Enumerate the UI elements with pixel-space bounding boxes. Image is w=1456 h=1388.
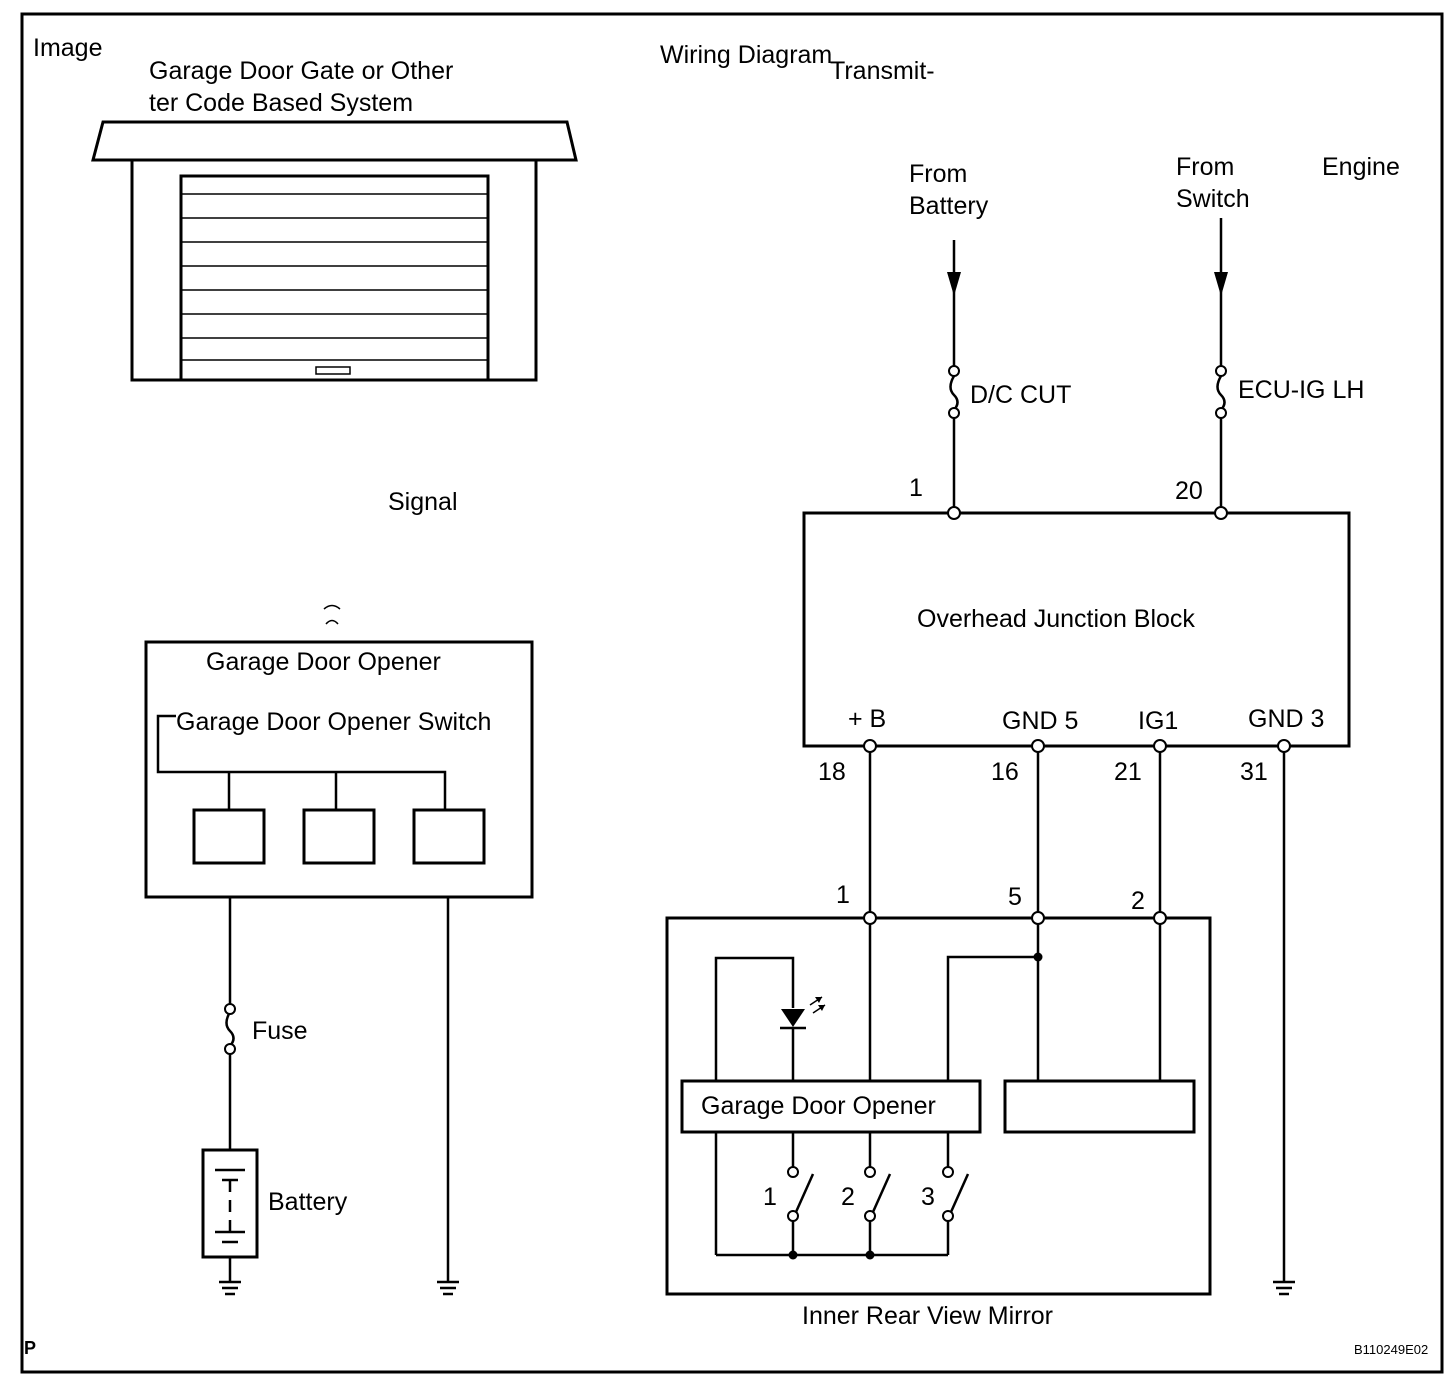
opener-ground-wire <box>437 897 459 1296</box>
wiring-panel-label: Wiring Diagram <box>660 41 832 69</box>
switch-network-wires <box>714 1132 950 1257</box>
mirror-pin-2: 2 <box>1131 887 1145 915</box>
fuse-label: Fuse <box>252 1017 308 1045</box>
figure-code: B110249E02 <box>1354 1342 1428 1357</box>
engine-label: Engine <box>1322 153 1400 181</box>
mirror-internal-wires <box>714 924 1162 1081</box>
switch-junction-dot-1 <box>788 1250 798 1260</box>
mirror-junction-dot <box>1033 952 1043 962</box>
garage-title-line1: Garage Door Gate or Other <box>149 57 453 85</box>
junction-block-label: Overhead Junction Block <box>917 605 1195 633</box>
garage-roof <box>91 120 578 162</box>
jb-top-terminal-1 <box>947 506 961 520</box>
wireless-signal-icon <box>323 604 341 625</box>
signal-label: Signal <box>388 488 458 516</box>
battery-feed-arrow-icon <box>947 272 961 296</box>
mirror-pin-1: 1 <box>836 881 850 909</box>
mirror-terminal-2 <box>1153 911 1167 925</box>
transmit-label: Transmit- <box>830 57 935 85</box>
image-panel-label: Image <box>33 34 102 62</box>
dc-cut-terminal-top <box>948 365 960 377</box>
opener-button-1 <box>192 808 266 865</box>
jb-bottom-terminal-31 <box>1277 739 1291 753</box>
corner-mark: P <box>24 1338 36 1358</box>
jb-bottom-terminal-21 <box>1153 739 1167 753</box>
mirror-pin-5: 5 <box>1008 883 1022 911</box>
switch-1-icon <box>787 1166 815 1222</box>
from-switch-line2: Switch <box>1176 185 1250 213</box>
battery-feed-wire <box>949 240 959 508</box>
switch-junction-dot-2 <box>865 1250 875 1260</box>
left-power-wire <box>225 897 235 1150</box>
mirror-label: Inner Rear View Mirror <box>802 1302 1053 1330</box>
gnd3-ground-wire <box>1273 752 1295 1296</box>
mirror-auxiliary-box <box>1003 1079 1196 1134</box>
jb-terminal-gnd3: GND 3 <box>1248 705 1324 733</box>
jb-bottom-pin-31: 31 <box>1240 758 1268 786</box>
battery-ground-icon <box>219 1257 241 1296</box>
garage-door <box>179 174 490 382</box>
mirror-opener-box <box>680 1079 982 1134</box>
from-switch-line1: From <box>1176 153 1234 181</box>
battery-label: Battery <box>268 1188 348 1216</box>
from-battery-line2: Battery <box>909 192 989 220</box>
garage-door-panels <box>181 193 488 361</box>
jb-to-mirror-wires <box>868 752 1162 912</box>
fuse-terminal-top <box>224 1003 236 1015</box>
fuse-terminal-bottom <box>224 1043 236 1055</box>
opener-module-label: Garage Door Opener <box>206 648 441 676</box>
ecu-ig-terminal-bottom <box>1215 407 1227 419</box>
jb-top-pin-1: 1 <box>909 474 923 502</box>
ecu-ig-terminal-top <box>1215 365 1227 377</box>
led-indicator-icon <box>780 996 826 1030</box>
jb-bottom-terminal-18 <box>863 739 877 753</box>
opener-switch-bracket <box>156 714 447 810</box>
switch-number-3: 3 <box>921 1183 935 1211</box>
jb-terminal-ig1: IG1 <box>1138 707 1178 735</box>
ecu-ig-fuse-label: ECU-IG LH <box>1238 376 1364 404</box>
garage-door-handle <box>315 366 351 375</box>
jb-bottom-pin-16: 16 <box>991 758 1019 786</box>
mirror-terminal-5 <box>1031 911 1045 925</box>
dc-cut-fuse-label: D/C CUT <box>970 381 1071 409</box>
jb-terminal-plus-b: + B <box>848 705 886 733</box>
garage-illustration: Garage Door Gate or Other ter Code Based… <box>91 57 578 382</box>
mirror-opener-label: Garage Door Opener <box>701 1092 936 1120</box>
jb-terminal-gnd5: GND 5 <box>1002 707 1078 735</box>
from-battery-line1: From <box>909 160 967 188</box>
dc-cut-terminal-bottom <box>948 407 960 419</box>
jb-top-terminal-20 <box>1214 506 1228 520</box>
opener-switch-label: Garage Door Opener Switch <box>176 708 491 736</box>
switch-3-icon <box>942 1166 970 1222</box>
switch-number-1: 1 <box>763 1183 777 1211</box>
jb-bottom-pin-18: 18 <box>818 758 846 786</box>
junction-block-box <box>802 511 1351 748</box>
jb-bottom-terminal-16 <box>1031 739 1045 753</box>
jb-top-pin-20: 20 <box>1175 477 1203 505</box>
garage-title-line2: ter Code Based System <box>149 89 413 117</box>
jb-bottom-pin-21: 21 <box>1114 758 1142 786</box>
switch-number-2: 2 <box>841 1183 855 1211</box>
switch-feed-arrow-icon <box>1214 272 1228 296</box>
opener-button-2 <box>302 808 376 865</box>
opener-button-3 <box>412 808 486 865</box>
battery-icon <box>215 1168 245 1244</box>
switch-2-icon <box>864 1166 892 1222</box>
mirror-terminal-1 <box>863 911 877 925</box>
